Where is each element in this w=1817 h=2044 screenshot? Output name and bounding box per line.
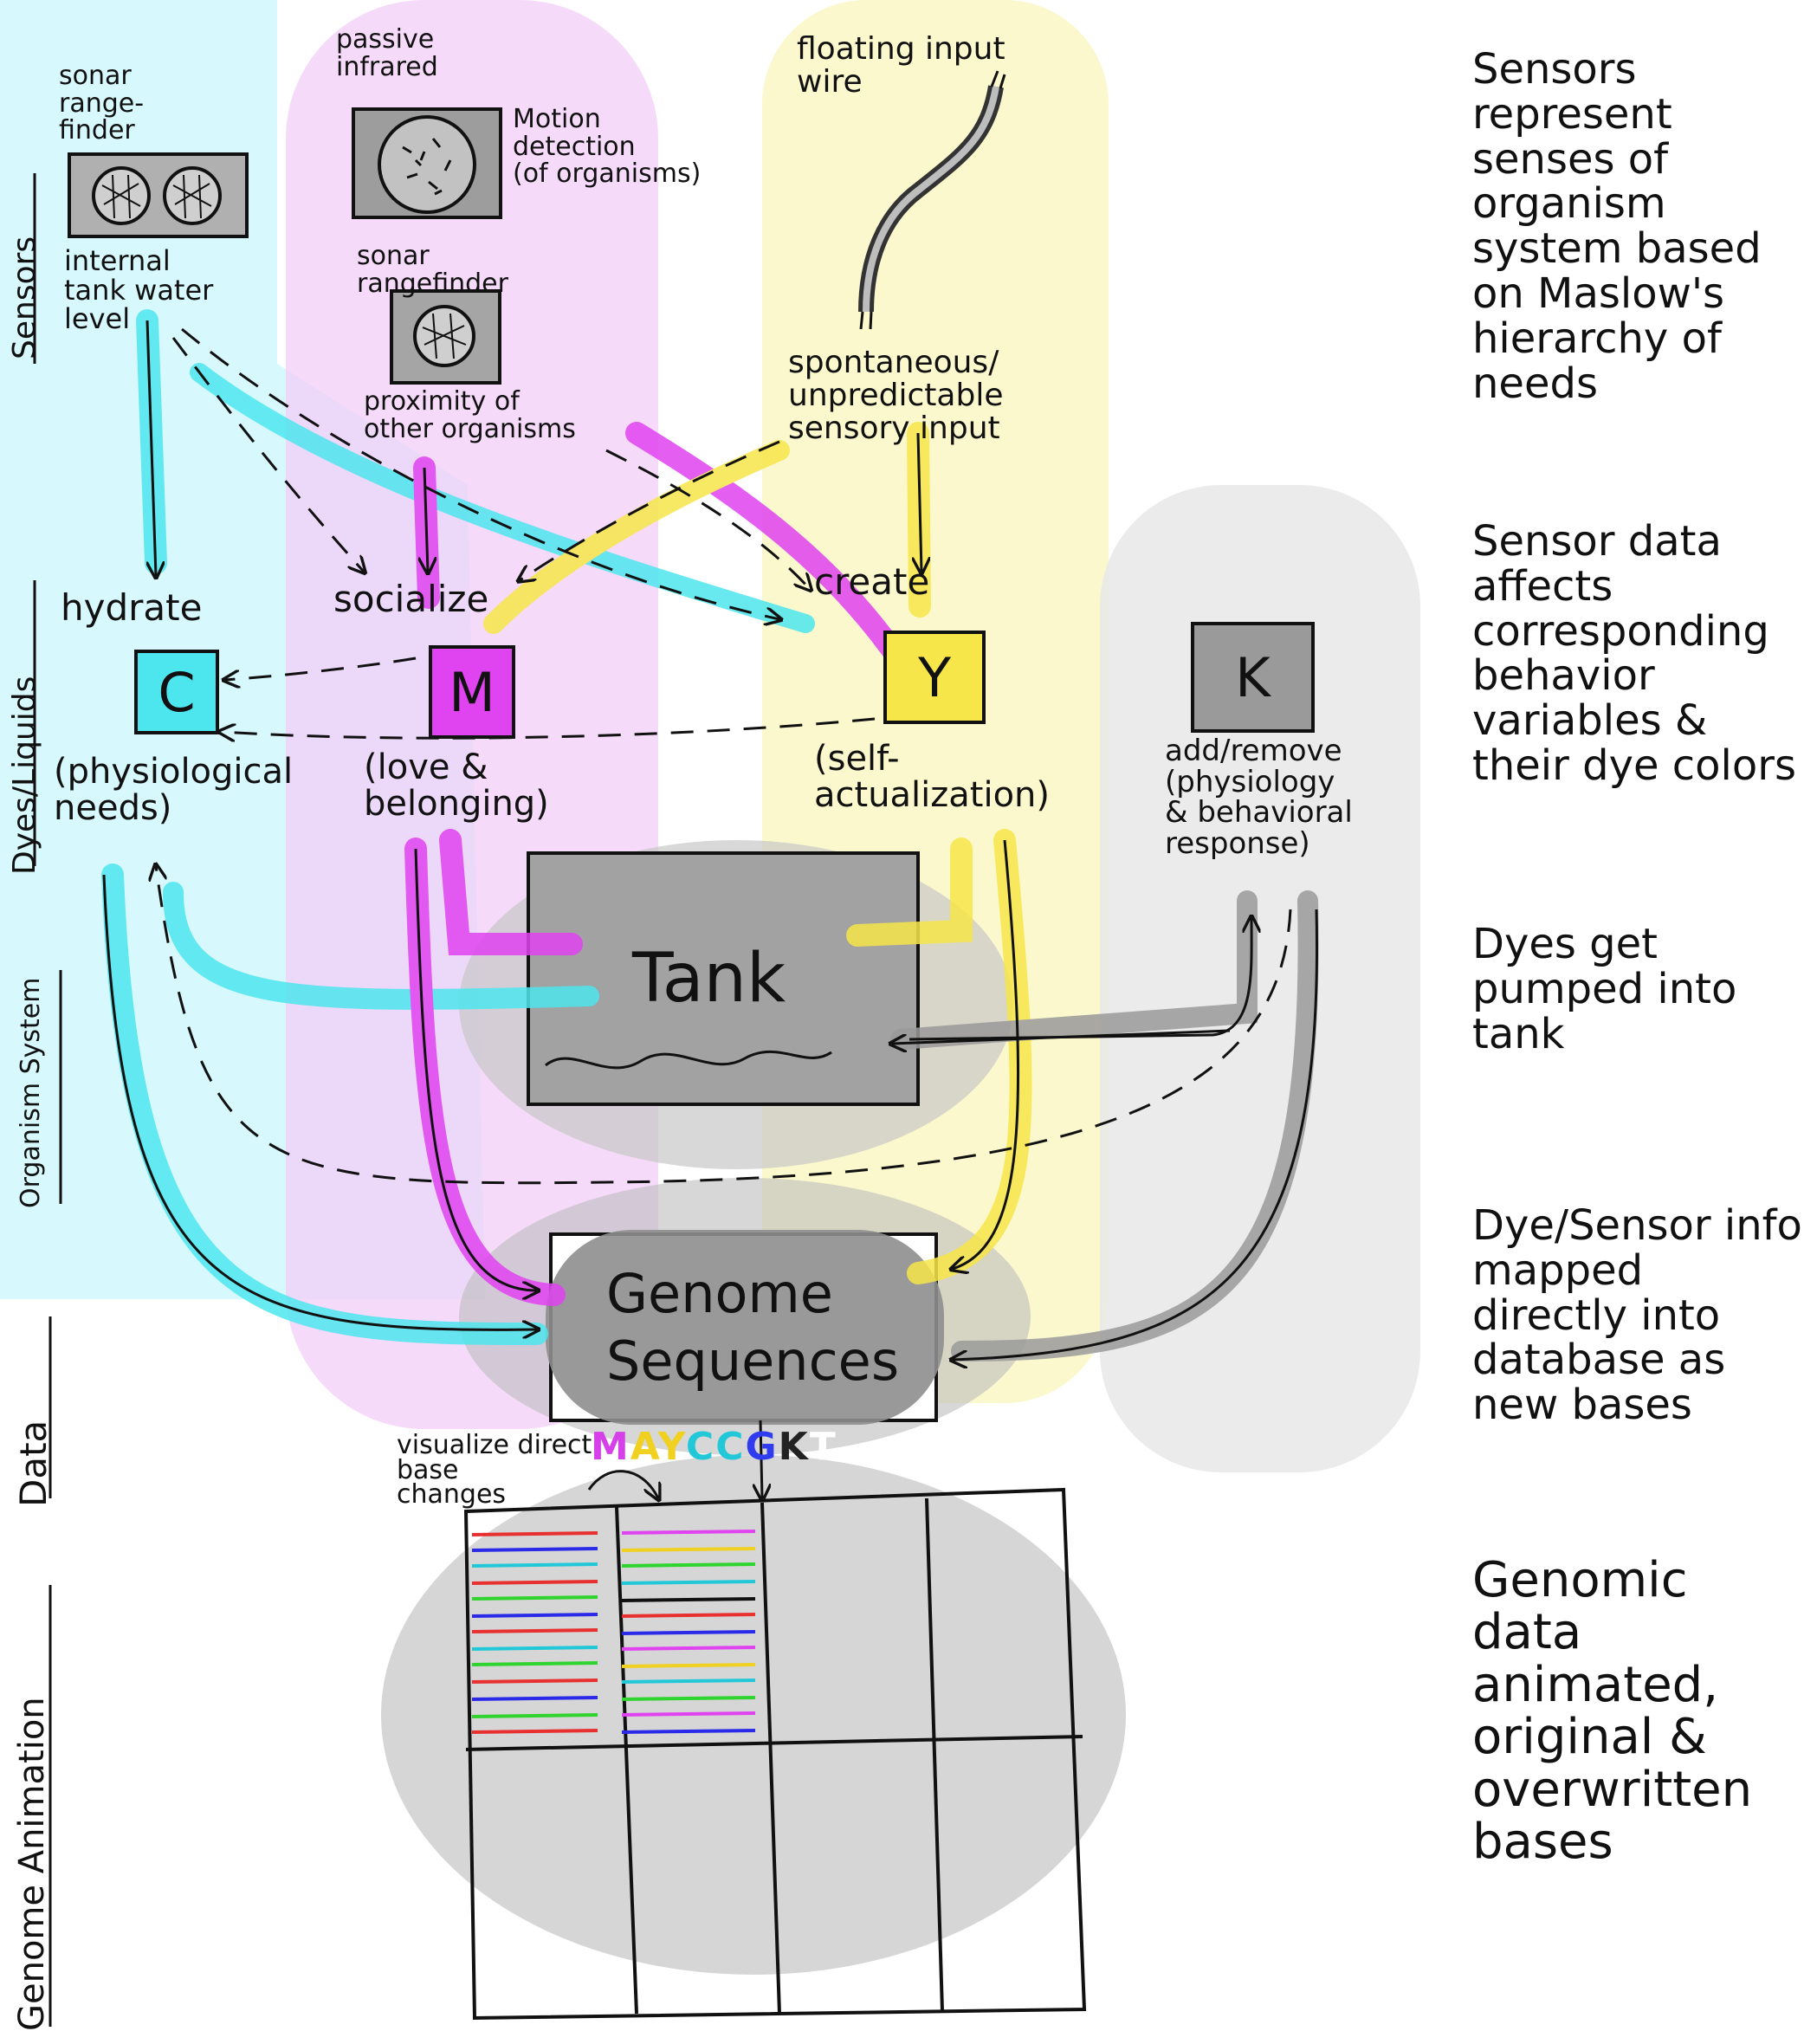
section-data: Data <box>12 1420 55 1507</box>
dye-m-caption: (love & belonging) <box>364 747 549 824</box>
dye-k-letter: K <box>1235 645 1271 709</box>
animation-grid <box>463 1487 1087 2021</box>
pir-caption: Motion detection (of organisms) <box>513 104 702 189</box>
gray-wash <box>1100 485 1420 1472</box>
sonar-mid-sensor <box>390 289 501 385</box>
wire-caption: spontaneous/ unpredictable sensory input <box>788 345 1004 446</box>
dye-k-caption: add/remove (physiology & behavioral resp… <box>1165 734 1353 862</box>
behavior-hydrate: hydrate <box>61 586 203 629</box>
note-database: Dye/Sensor info mapped directly into dat… <box>1472 1201 1802 1430</box>
genome-letter-y: Y <box>657 1425 686 1470</box>
arrows <box>102 320 1319 1498</box>
sonar-left-sensor <box>68 152 249 238</box>
genome-letter-c1: C <box>685 1425 716 1470</box>
tank <box>527 851 920 1106</box>
genome-letters: MAYCCGKT <box>563 1387 837 1467</box>
base-streaks <box>471 1530 756 1734</box>
note-animated: Genomic data animated, original & overwr… <box>1472 1552 1753 1871</box>
genome-label: Genome Sequences <box>606 1262 900 1393</box>
dye-y-letter: Y <box>918 645 951 709</box>
dye-m-box: M <box>429 645 515 739</box>
genome-box <box>546 1230 944 1425</box>
tank-label: Tank <box>632 940 786 1018</box>
genome-letter-t: T <box>809 1425 837 1470</box>
pir-sensor <box>352 107 502 219</box>
dye-c-box: C <box>134 650 219 734</box>
behavior-create: create <box>814 560 930 603</box>
note-sensors: Sensors represent senses of organism sys… <box>1472 45 1762 408</box>
wire-label: floating input wire <box>797 31 1005 100</box>
sonar-mid-caption: proximity of other organisms <box>364 386 576 444</box>
animation-caption: visualize direct base changes <box>397 1430 592 1510</box>
pir-label: passive infrared <box>336 24 438 82</box>
dye-c-caption: (physiological needs) <box>54 752 294 828</box>
section-animation: Genome Animation <box>12 1697 52 2031</box>
genome-letter-a: A <box>630 1425 658 1470</box>
dye-y-box: Y <box>883 631 986 724</box>
wire-sensor <box>858 70 1006 330</box>
section-sensors: Sensors <box>7 236 42 359</box>
sonar-mid-label: sonar rangefinder <box>357 241 508 299</box>
genome-letter-k: K <box>778 1425 810 1470</box>
behavior-socialize: socialize <box>333 578 489 620</box>
sonar-left-label: sonar range- finder <box>59 61 145 146</box>
section-organism: Organism System <box>16 977 46 1208</box>
sonar-left-caption: internal tank water level <box>64 244 214 336</box>
genome-letter-g: G <box>745 1425 779 1470</box>
note-pumped: Dyes get pumped into tank <box>1472 920 1737 1058</box>
genome-letter-m: M <box>590 1425 630 1470</box>
dye-m-letter: M <box>449 660 495 724</box>
dye-y-caption: (self- actualization) <box>814 739 1051 815</box>
dye-c-letter: C <box>158 660 196 724</box>
dye-k-box: K <box>1191 622 1315 733</box>
section-dyes: Dyes/Liquids <box>7 676 42 875</box>
genome-letter-c2: C <box>715 1425 746 1470</box>
note-behavior: Sensor data affects corresponding behavi… <box>1472 517 1796 791</box>
flow-ribbons <box>101 309 1319 1362</box>
